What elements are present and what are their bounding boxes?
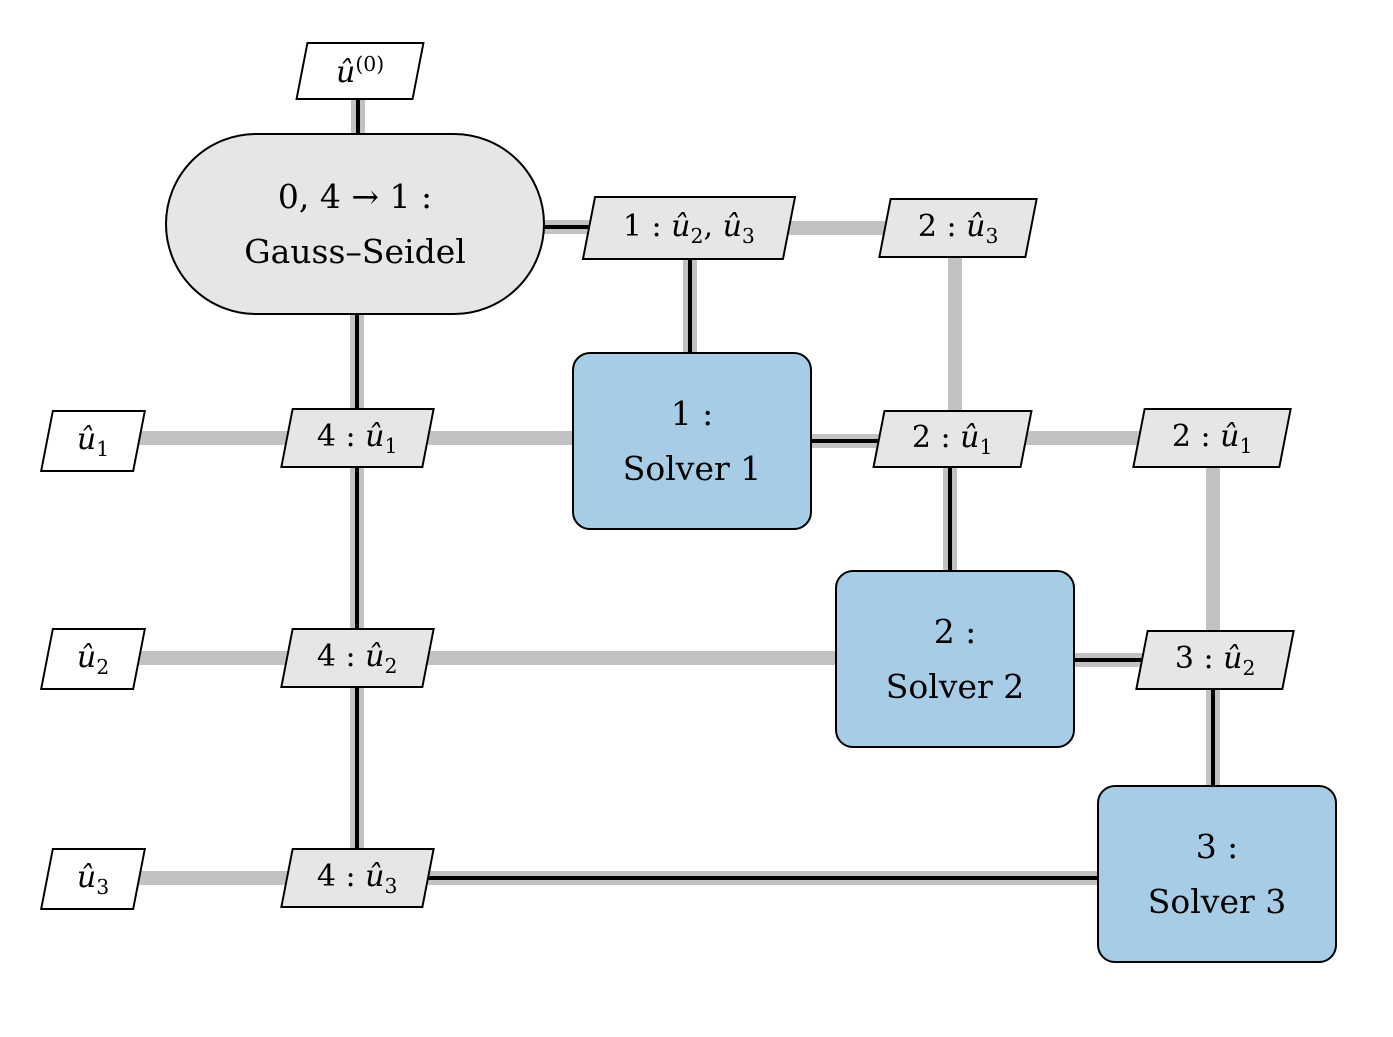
- edge-recv-2-u1-mid-to-recv-2-u1-right: [1025, 431, 1150, 445]
- node-u2: û2: [39, 628, 147, 690]
- node-gauss-seidel-line1: 0, 4 → 1 :: [277, 177, 433, 216]
- node-recv-4-u2-label: 4 : û2: [317, 638, 398, 678]
- edge-recv-4-u1-to-solver1: [425, 431, 580, 445]
- edge-recv-2-u1-right-to-recv-3-u2: [1206, 460, 1220, 640]
- node-recv-1-u2-u3-label: 1 : û2, û3: [623, 208, 755, 248]
- node-initial-guess: û(0): [295, 42, 425, 100]
- node-recv-3-u2: 3 : û2: [1135, 630, 1295, 690]
- node-solver1-line2: Solver 1: [622, 449, 762, 488]
- edge-recv-4-u2-to-solver2: [425, 651, 845, 665]
- node-recv-2-u1-mid: 2 : û1: [872, 410, 1033, 468]
- node-recv-4-u2: 4 : û2: [280, 628, 435, 688]
- edge-recv-3-u2-to-solver3: [1206, 682, 1220, 795]
- node-gauss-seidel: 0, 4 → 1 : Gauss–Seidel: [165, 133, 545, 315]
- edge-recv-2-u3-to-recv-2-u1-mid: [948, 252, 962, 420]
- node-recv-3-u2-label: 3 : û2: [1174, 640, 1256, 680]
- node-solver2: 2 : Solver 2: [835, 570, 1075, 748]
- edge-gauss-seidel-to-recv-4-u3: [350, 310, 364, 855]
- node-recv-2-u1-right: 2 : û1: [1132, 408, 1292, 468]
- node-u2-label: û2: [76, 639, 110, 679]
- node-solver3-line2: Solver 3: [1147, 882, 1287, 921]
- edge-recv-4-u3-to-solver3: [425, 871, 1105, 885]
- edge-solver1-to-recv-2-u1-mid: [805, 434, 890, 448]
- node-recv-2-u1-mid-label: 2 : û1: [912, 419, 993, 459]
- edge-recv-2-u1-mid-to-solver2: [943, 460, 957, 578]
- node-recv-4-u1: 4 : û1: [280, 408, 435, 468]
- node-solver2-line2: Solver 2: [885, 667, 1025, 706]
- node-gauss-seidel-line2: Gauss–Seidel: [244, 232, 466, 271]
- node-solver2-line1: 2 :: [933, 612, 977, 651]
- node-u3-label: û3: [76, 859, 110, 899]
- edge-u2-to-recv-4-u2: [135, 651, 300, 665]
- node-solver1-line1: 1 :: [670, 394, 714, 433]
- edge-u3-to-recv-4-u3: [135, 871, 300, 885]
- edge-solver2-to-recv-3-u2: [1068, 653, 1155, 667]
- node-recv-2-u3: 2 : û3: [878, 198, 1038, 258]
- node-solver3-line1: 3 :: [1195, 827, 1239, 866]
- node-recv-2-u1-right-label: 2 : û1: [1171, 418, 1253, 458]
- node-recv-4-u1-label: 4 : û1: [317, 418, 398, 458]
- node-u3: û3: [39, 848, 147, 910]
- edge-gauss-seidel-to-recv-1-u2-u3: [540, 220, 600, 234]
- node-initial-guess-label: û(0): [335, 52, 385, 90]
- edge-u1-to-recv-4-u1: [135, 431, 300, 445]
- node-u1-label: û1: [76, 421, 110, 461]
- node-recv-4-u3-label: 4 : û3: [317, 858, 398, 898]
- edge-recv-1-u2-u3-to-solver1: [683, 255, 697, 360]
- edge-initial-guess-to-gauss-seidel: [351, 95, 365, 140]
- node-solver3: 3 : Solver 3: [1097, 785, 1337, 963]
- node-recv-4-u3: 4 : û3: [280, 848, 435, 908]
- node-solver1: 1 : Solver 1: [572, 352, 812, 530]
- node-recv-1-u2-u3: 1 : û2, û3: [581, 196, 797, 260]
- node-u1: û1: [39, 410, 147, 472]
- edge-recv-1-u2-u3-to-recv-2-u3: [780, 221, 895, 235]
- node-recv-2-u3-label: 2 : û3: [917, 208, 999, 248]
